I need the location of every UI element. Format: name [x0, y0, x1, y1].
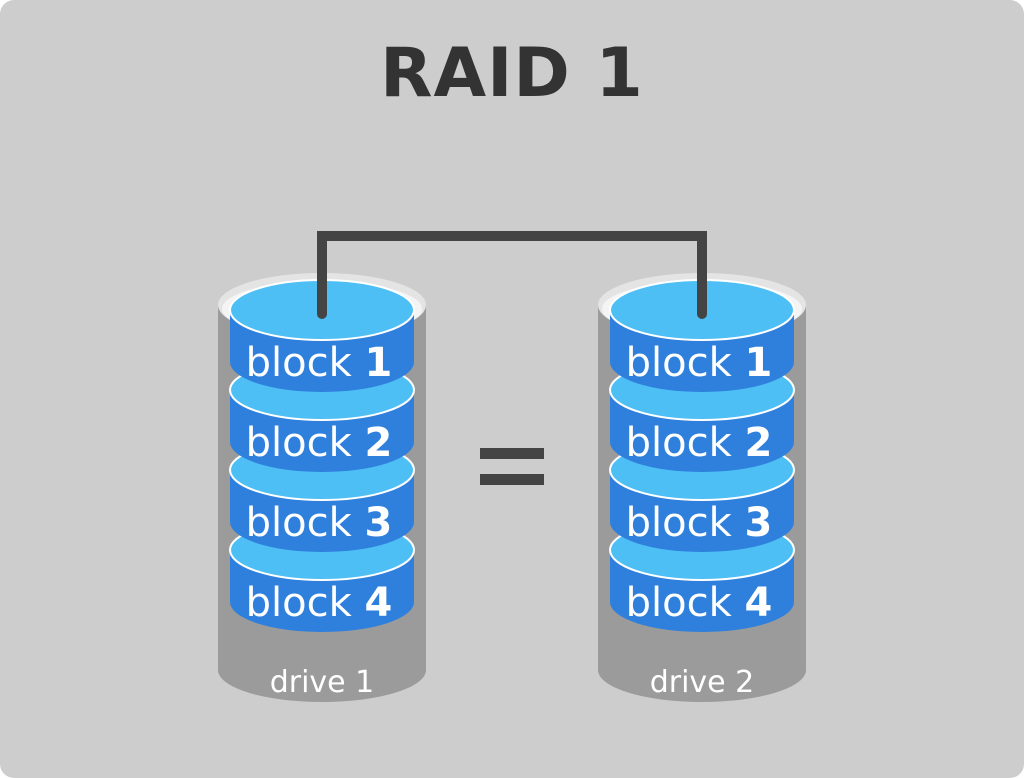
block-number: 4 [745, 580, 773, 626]
block-word: block [626, 500, 745, 546]
block-1: block 1 [229, 279, 415, 392]
block-label: block 2 [246, 420, 393, 466]
block-label: block 1 [246, 340, 393, 386]
block-word: block [246, 420, 365, 466]
block-word: block [246, 500, 365, 546]
block-number: 3 [745, 500, 773, 546]
block-number: 1 [365, 340, 393, 386]
block-number: 4 [365, 580, 393, 626]
block-1: block 1 [609, 279, 795, 392]
mirror-connector-line [317, 231, 707, 319]
block-label: block 3 [246, 500, 393, 546]
drive-label: drive 2 [650, 665, 755, 700]
diagram-title: RAID 1 [380, 34, 644, 113]
block-word: block [246, 340, 365, 386]
block-number: 3 [365, 500, 393, 546]
equals-sign [480, 448, 544, 485]
block-label: block 4 [246, 580, 393, 626]
block-label: block 4 [626, 580, 773, 626]
block-number: 1 [745, 340, 773, 386]
block-word: block [626, 580, 745, 626]
block-word: block [626, 420, 745, 466]
block-label: block 3 [626, 500, 773, 546]
block-word: block [626, 340, 745, 386]
block-number: 2 [365, 420, 393, 466]
drive-label: drive 1 [270, 665, 375, 700]
block-number: 2 [745, 420, 773, 466]
block-label: block 1 [626, 340, 773, 386]
equals-bar-top [480, 448, 544, 459]
block-word: block [246, 580, 365, 626]
equals-bar-bottom [480, 474, 544, 485]
block-label: block 2 [626, 420, 773, 466]
